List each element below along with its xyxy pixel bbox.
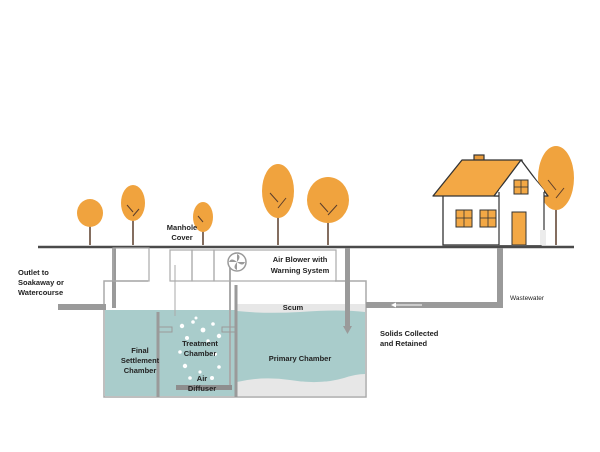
tree-5 [307,177,349,245]
label-diffuser-2: Diffuser [188,384,216,393]
sludge [237,374,365,396]
label-treatment-1: Treatment [182,339,218,348]
label-final-2: Settlement [121,356,160,365]
label-outlet-1: Outlet to [18,268,49,277]
label-air-blower-2: Warning System [271,266,330,275]
air-blower-fan-icon [227,252,247,272]
label-final-1: Final [131,346,149,355]
outlet-pipe [58,304,106,310]
label-scum: Scum [283,303,304,312]
aeration-bubbles [178,316,222,380]
tree-2 [121,185,145,245]
scum-layer [237,304,365,313]
label-air-blower-1: Air Blower with [273,255,328,264]
label-solids-1: Solids Collected [380,329,439,338]
label-outlet-3: Watercourse [18,288,63,297]
air-diffuser-bar [176,385,232,390]
label-wastewater: Wastewater [510,295,545,302]
inlet-pipe [343,248,503,334]
label-final-3: Chamber [124,366,157,375]
house [432,154,549,246]
flow-pipe-1 [157,326,173,333]
flow-pipe-2 [221,326,237,333]
tree-1 [77,199,103,245]
tree-3 [193,202,213,245]
label-outlet-2: Soakaway or [18,278,64,287]
label-manhole-cover-1: Manhole [167,223,197,232]
manhole-riser-left [112,247,150,308]
tree-4 [262,164,294,245]
manhole-riser-middle [169,249,215,282]
blower-housing [213,249,337,282]
label-primary: Primary Chamber [269,354,332,363]
label-solids-2: and Retained [380,339,428,348]
label-manhole-cover-2: Cover [171,233,192,242]
label-treatment-2: Chamber [184,349,217,358]
label-diffuser-1: Air [197,374,208,383]
